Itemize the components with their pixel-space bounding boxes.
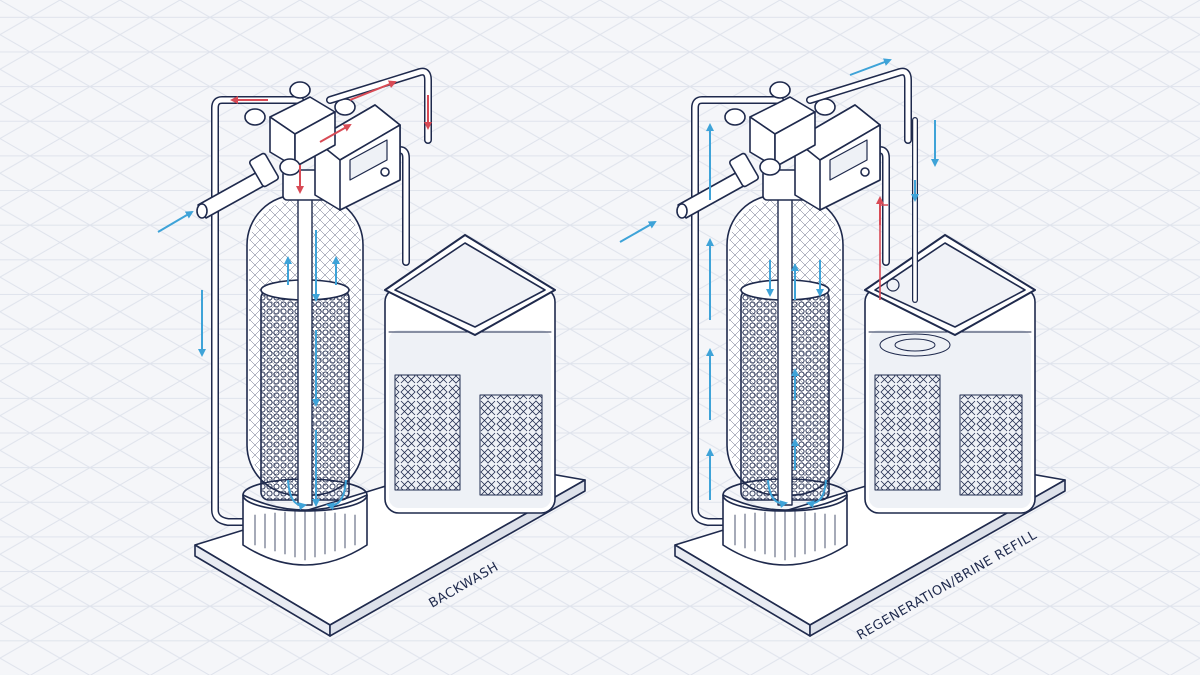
bypass-valve-front [294,111,336,168]
base-platform-front [809,479,1066,637]
valve-button [860,167,870,177]
outlet-pipe [807,69,911,143]
regeneration-unit [619,58,1066,637]
salt-pile-left [395,375,460,490]
flow-arrow-blue-icon [326,479,347,511]
valve-button [380,167,390,177]
valve-port-fitting [279,158,301,176]
flow-arrow-red-icon [319,124,352,143]
flow-arrow-blue-icon [287,479,307,511]
salt-pile-right [960,395,1022,495]
flow-arrow-blue-icon [619,221,657,243]
inlet-pipe-opening [196,203,208,219]
bypass-pipe-left [692,97,783,525]
valve-port-fitting [289,81,311,99]
flow-arrow-red-icon [349,80,397,101]
flow-arrow-blue-icon [849,58,892,76]
valve-display-screen [349,139,388,181]
outlet-pipe [327,69,431,143]
valve-port-fitting [759,158,781,176]
riser-tube [777,184,793,506]
flow-arrow-blue-icon [767,479,788,509]
backwash-unit [157,67,586,637]
valve-display-screen [829,139,868,181]
salt-pile-right-outline [959,394,1023,496]
base-platform-front [329,479,586,637]
inlet-coupling [249,152,279,188]
inlet-pipe-opening [676,203,688,219]
brine-ripple [879,333,951,357]
salt-pile-left-outline [394,374,461,491]
inlet-coupling [729,152,759,188]
bypass-valve-front [774,111,816,168]
salt-pile-right-outline [479,394,543,496]
bypass-pipe-left [212,97,303,525]
valve-port-fitting [244,108,266,126]
flow-arrow-blue-icon [806,479,827,509]
salt-pile-left [875,375,940,490]
salt-pile-right [480,395,542,495]
brine-tank-opening [874,242,1026,328]
riser-tube [297,184,313,506]
brine-ripple [894,338,936,352]
salt-pile-left-outline [874,374,941,491]
flow-arrow-blue-icon [157,210,194,233]
brine-tank-opening [394,242,546,328]
valve-port-fitting [724,108,746,126]
float-valve [886,278,900,292]
valve-port-fitting [769,81,791,99]
